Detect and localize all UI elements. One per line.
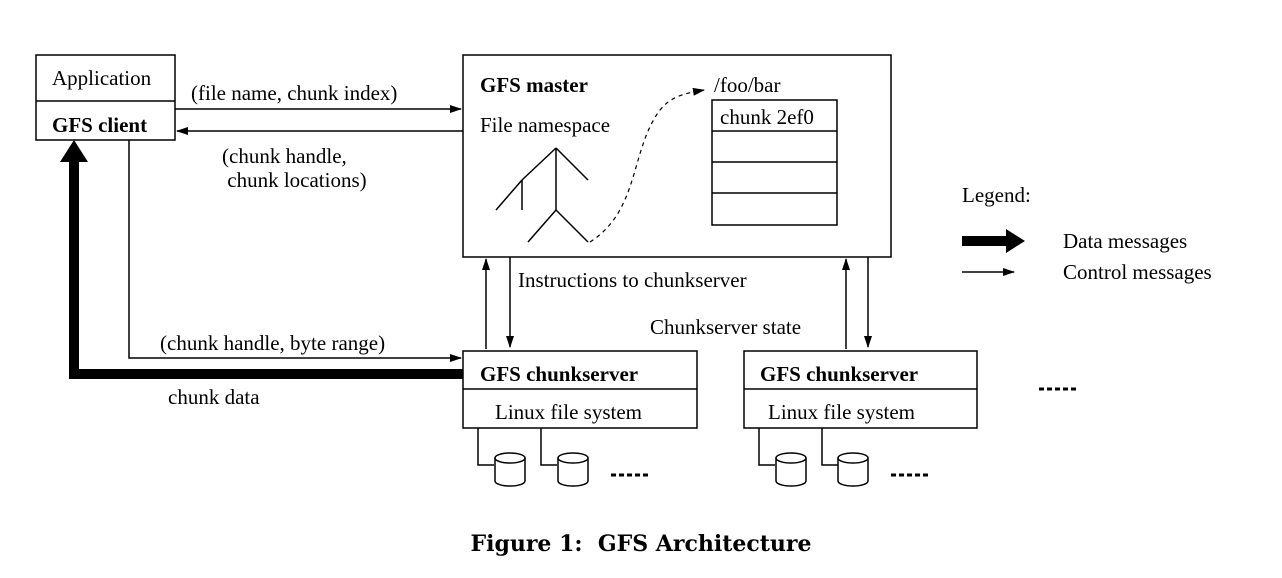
- namespace-tree-icon: [495, 147, 589, 243]
- chunk-data-label: chunk data: [168, 385, 260, 409]
- figure-caption: Figure 1: GFS Architecture: [470, 531, 811, 557]
- disk-icon: [557, 452, 589, 487]
- master-box: GFS master File namespace /foo/bar chunk…: [462, 54, 892, 258]
- file-namespace-label: File namespace: [480, 113, 610, 137]
- path-label: /foo/bar: [714, 73, 780, 97]
- master-outline: [462, 54, 892, 258]
- chunkserver-1-disk-connectors: [477, 428, 557, 466]
- chunkserver-2-fs-label: Linux file system: [768, 400, 915, 424]
- request-label: (file name, chunk index): [191, 81, 397, 105]
- chunkserver-1-fs-label: Linux file system: [495, 400, 642, 424]
- reply-label-line2: chunk locations): [222, 168, 367, 192]
- application-label: Application: [52, 66, 152, 90]
- state-label: Chunkserver state: [650, 315, 801, 339]
- legend-control-label: Control messages: [1063, 260, 1212, 284]
- chunkserver-1: GFS chunkserver Linux file system: [462, 350, 698, 487]
- chunk-data-arrowhead: [60, 140, 88, 162]
- chunkserver-2-disk-connectors: [758, 428, 838, 466]
- chunk-label: chunk 2ef0: [720, 105, 814, 129]
- instructions-label: Instructions to chunkserver: [518, 268, 747, 292]
- chunk-table: [711, 99, 838, 226]
- chunkserver-2-title: GFS chunkserver: [760, 362, 918, 386]
- chunkserver-1-title: GFS chunkserver: [480, 362, 638, 386]
- master-title: GFS master: [480, 73, 588, 97]
- reply-label-line1: (chunk handle,: [222, 144, 347, 168]
- disk-icon: [775, 452, 807, 487]
- data-request-label: (chunk handle, byte range): [160, 331, 385, 355]
- client-outline: [35, 54, 176, 141]
- chunkserver-2: GFS chunkserver Linux file system: [743, 350, 978, 487]
- disk-icon: [837, 452, 869, 487]
- client-box: Application GFS client: [35, 54, 176, 141]
- data-request-arrow: [128, 140, 462, 362]
- legend: Legend: Data messages Control messages: [962, 183, 1212, 284]
- legend-data-arrowhead: [1006, 229, 1025, 253]
- chunk-data-arrow: [69, 160, 463, 379]
- gfs-client-label: GFS client: [52, 113, 147, 137]
- disk-icon: [494, 452, 526, 487]
- legend-data-label: Data messages: [1063, 229, 1187, 253]
- legend-title: Legend:: [962, 183, 1031, 207]
- namespace-mapping-dashed-arrow: [589, 87, 705, 243]
